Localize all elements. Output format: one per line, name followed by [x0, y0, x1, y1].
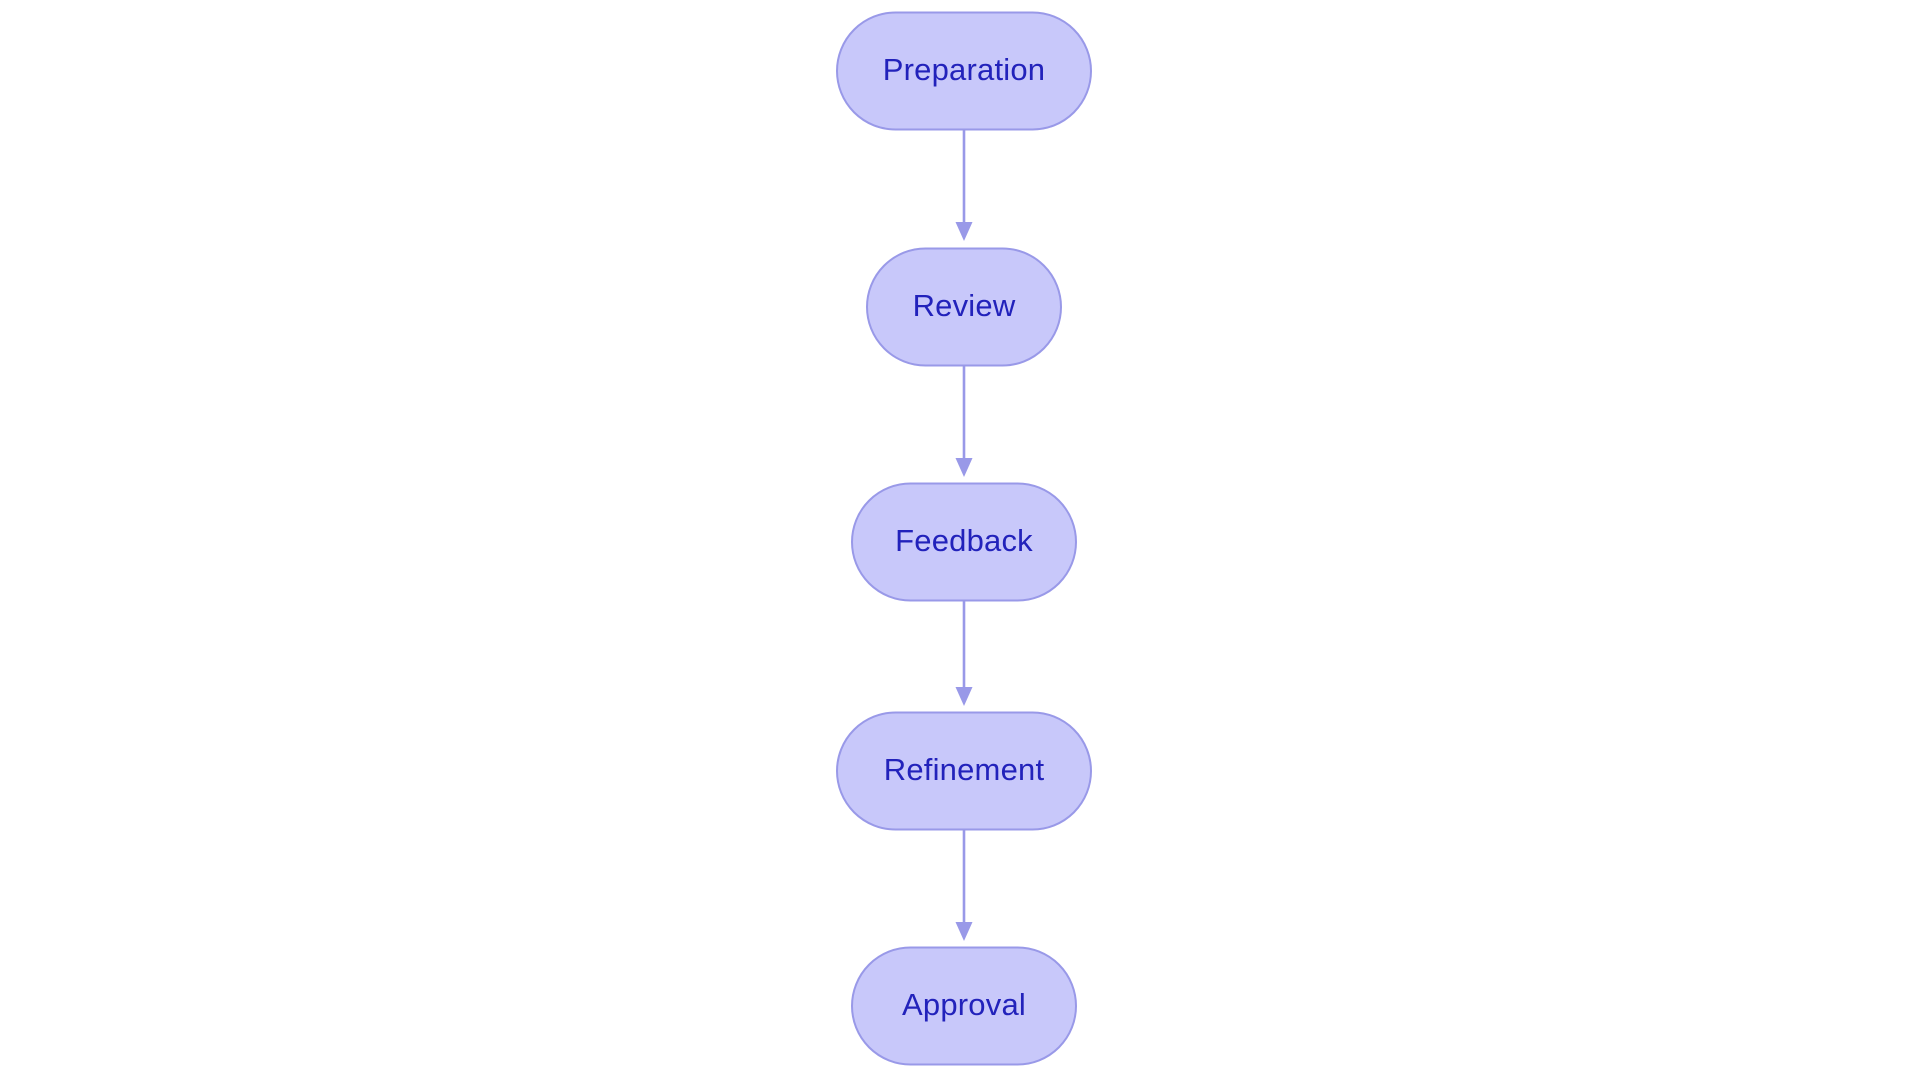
flow-edge [955, 830, 973, 941]
node-shape[interactable] [836, 11, 1092, 131]
nodes-layer: PreparationReviewFeedbackRefinementAppro… [836, 11, 1092, 1066]
flow-node-review[interactable]: Review [866, 247, 1062, 367]
node-label: Feedback [895, 523, 1033, 558]
node-label: Preparation [883, 52, 1045, 87]
node-label: Refinement [884, 752, 1045, 787]
flow-node-refinement[interactable]: Refinement [836, 711, 1092, 831]
node-shape[interactable] [836, 711, 1092, 831]
node-shape[interactable] [851, 946, 1077, 1066]
flow-node-feedback[interactable]: Feedback [851, 482, 1077, 602]
edges-layer [955, 130, 973, 941]
flow-edge [955, 130, 973, 241]
edge-arrowhead-icon [955, 222, 973, 241]
flow-edge [955, 366, 973, 477]
node-label: Approval [902, 987, 1026, 1022]
node-label: Review [913, 288, 1016, 323]
node-shape[interactable] [851, 482, 1077, 602]
flow-edge [955, 601, 973, 706]
flow-node-preparation[interactable]: Preparation [836, 11, 1092, 131]
edge-arrowhead-icon [955, 687, 973, 706]
flow-node-approval[interactable]: Approval [851, 946, 1077, 1066]
edge-arrowhead-icon [955, 458, 973, 477]
edge-arrowhead-icon [955, 922, 973, 941]
node-shape[interactable] [866, 247, 1062, 367]
